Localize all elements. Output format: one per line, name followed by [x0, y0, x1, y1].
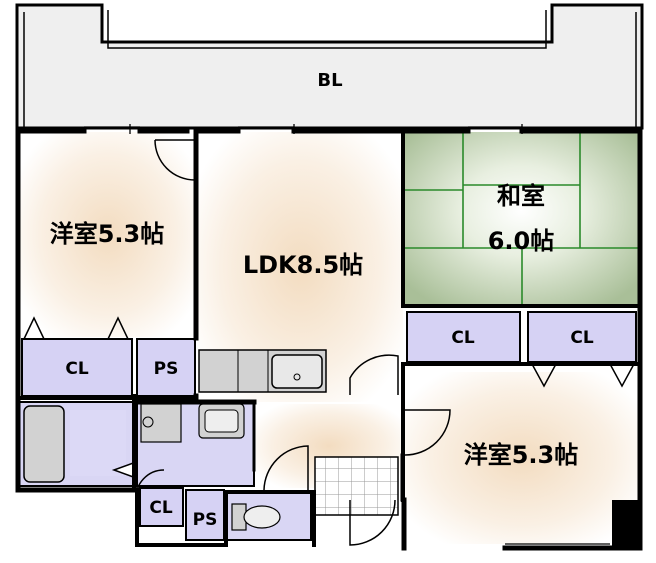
- balcony-label: BL: [317, 70, 342, 91]
- japanese-room-label-1: 和室: [497, 182, 545, 210]
- western-room-left: 洋室5.3帖: [20, 132, 196, 337]
- western-room-right-label: 洋室5.3帖: [464, 441, 579, 469]
- pipe-space-left-label: PS: [154, 359, 179, 379]
- balcony: BL: [15, 3, 644, 130]
- toilet-bowl: [243, 505, 281, 529]
- pipe-space-bottom-label: PS: [193, 510, 218, 530]
- closet-bottom: CL: [139, 487, 184, 527]
- closet-japanese-2-label: CL: [570, 328, 593, 348]
- tatami-lines: [405, 132, 638, 307]
- pipe-space-left: PS: [136, 338, 196, 397]
- toilet-room: [226, 491, 312, 541]
- western-room-right: 洋室5.3帖: [405, 372, 638, 546]
- japanese-room: 和室 6.0帖: [405, 132, 638, 307]
- closet-left: CL: [21, 316, 133, 397]
- washroom: [136, 401, 255, 487]
- sink: [271, 354, 323, 389]
- window-marks: [84, 124, 610, 545]
- pipe-space-bottom: PS: [185, 489, 225, 541]
- bathroom: [17, 401, 135, 487]
- door-swings: [111, 139, 451, 546]
- closet-left-label: CL: [65, 359, 88, 379]
- walls: [15, 128, 643, 551]
- closet-japanese-1: CL: [406, 311, 521, 363]
- japanese-room-label-2: 6.0帖: [488, 227, 555, 255]
- kitchen-counter: [198, 349, 327, 393]
- closet-bottom-label: CL: [149, 498, 172, 518]
- ldk-label: LDK8.5帖: [243, 251, 363, 279]
- bathtub: [23, 405, 65, 483]
- pillar: [612, 500, 638, 546]
- washing-machine: [140, 403, 182, 443]
- western-room-left-label: 洋室5.3帖: [50, 220, 165, 248]
- entrance-tiles: [314, 456, 399, 516]
- closet-japanese-1-label: CL: [451, 328, 474, 348]
